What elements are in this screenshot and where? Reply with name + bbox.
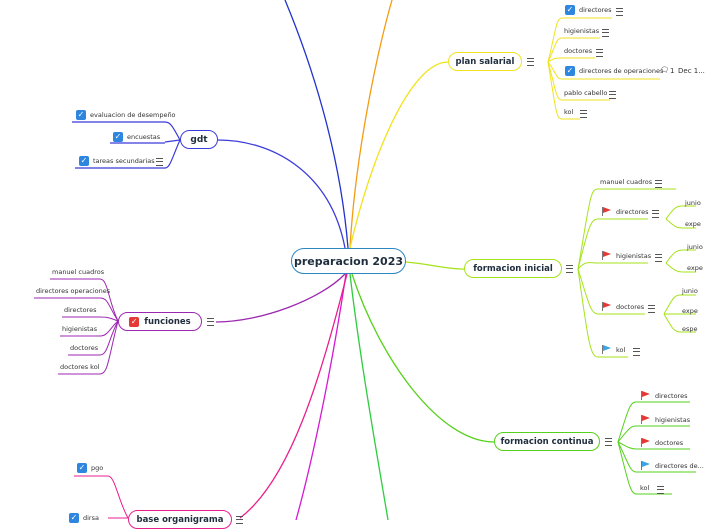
check-icon: ✓ bbox=[113, 132, 123, 142]
plan-item-doctores[interactable]: doctores bbox=[564, 47, 593, 55]
check-icon: ✓ bbox=[565, 5, 575, 15]
funciones-leaves bbox=[34, 278, 119, 375]
inicial-item-higienistas[interactable]: higienistas bbox=[616, 252, 652, 260]
notes-menu-icon[interactable] bbox=[655, 254, 662, 262]
notes-menu-icon[interactable] bbox=[580, 110, 587, 118]
red-flag-icon bbox=[641, 415, 651, 424]
red-flag-icon bbox=[641, 391, 651, 400]
branch-formacion-inicial[interactable]: formacion inicial bbox=[464, 259, 562, 278]
funciones-item-2[interactable]: directores bbox=[64, 306, 97, 314]
continua-item-doctores[interactable]: doctores bbox=[655, 439, 684, 447]
funciones-item-5[interactable]: doctores kol bbox=[60, 363, 100, 371]
plan-item-pablo[interactable]: pablo cabello bbox=[564, 89, 608, 97]
edge-bottom-magenta bbox=[295, 273, 347, 521]
plan-salarial-leaves bbox=[547, 17, 660, 120]
inicial-item-manuel[interactable]: manuel cuadros bbox=[600, 178, 653, 186]
continua-item-dir-operaciones[interactable]: directores de... bbox=[655, 462, 704, 470]
comment-icon[interactable]: 🗨 bbox=[660, 66, 669, 74]
check-icon: ✓ bbox=[79, 156, 89, 166]
inicial-item-kol[interactable]: kol bbox=[616, 346, 626, 354]
inicial-sub-doctores-2[interactable]: espe bbox=[682, 325, 698, 333]
plan-item-dir-operaciones[interactable]: directores de operaciones bbox=[579, 67, 664, 75]
plan-item-directores[interactable]: directores bbox=[579, 6, 612, 14]
notes-menu-icon[interactable] bbox=[602, 29, 609, 37]
check-icon: ✓ bbox=[565, 66, 575, 76]
continua-item-kol[interactable]: kol bbox=[640, 484, 650, 492]
funciones-item-0[interactable]: manuel cuadros bbox=[52, 268, 105, 276]
edge-gdt bbox=[217, 139, 346, 249]
edge-formacion-continua bbox=[351, 273, 495, 443]
gdt-leaves bbox=[72, 121, 181, 169]
bottom-left-item-dirsa[interactable]: dirsa bbox=[83, 514, 99, 522]
edge-top-orange bbox=[349, 0, 393, 249]
comment-count: 1 bbox=[670, 67, 675, 75]
blue-flag-icon bbox=[602, 345, 612, 354]
bottom-left-leaves bbox=[74, 475, 129, 519]
notes-menu-icon[interactable] bbox=[207, 318, 214, 326]
inicial-sub-doctores-0[interactable]: junio bbox=[682, 287, 698, 295]
inicial-sub-higienistas-0[interactable]: junio bbox=[687, 243, 703, 251]
comment-date: Dec 1... bbox=[678, 67, 705, 75]
notes-menu-icon[interactable] bbox=[648, 305, 655, 313]
notes-menu-icon[interactable] bbox=[633, 348, 640, 356]
edge-bottom-green bbox=[349, 273, 389, 521]
mindmap-canvas bbox=[34, 0, 696, 521]
notes-menu-icon[interactable] bbox=[655, 180, 662, 188]
red-flag-icon bbox=[602, 302, 612, 311]
red-flag-icon bbox=[602, 251, 612, 260]
notes-menu-icon[interactable] bbox=[236, 516, 243, 524]
branch-gdt[interactable]: gdt bbox=[180, 130, 218, 149]
continua-item-directores[interactable]: directores bbox=[655, 392, 688, 400]
inicial-sub-doctores-1[interactable]: expe bbox=[682, 307, 698, 315]
edge-funciones bbox=[215, 273, 346, 323]
check-icon: ✓ bbox=[69, 513, 79, 523]
formacion-continua-leaves bbox=[617, 401, 696, 495]
funciones-item-3[interactable]: higienistas bbox=[62, 325, 98, 333]
notes-menu-icon[interactable] bbox=[657, 486, 664, 494]
check-icon: ✓ bbox=[77, 463, 87, 473]
edge-top-blue bbox=[284, 0, 349, 249]
notes-menu-icon[interactable] bbox=[156, 158, 163, 166]
formacion-inicial-leaves bbox=[577, 188, 696, 358]
inicial-item-directores[interactable]: directores bbox=[616, 208, 649, 216]
edge-formacion-inicial bbox=[405, 261, 465, 270]
funciones-label: funciones bbox=[144, 316, 191, 327]
notes-menu-icon[interactable] bbox=[652, 210, 659, 218]
red-flag-icon bbox=[641, 438, 651, 447]
branch-base-organigrama[interactable]: base organigrama bbox=[128, 510, 232, 529]
blue-flag-icon bbox=[641, 461, 651, 470]
inicial-sub-directores-1[interactable]: expe bbox=[685, 220, 701, 228]
funciones-item-1[interactable]: directores operaciones bbox=[36, 287, 111, 295]
edge-plan-salarial bbox=[349, 61, 449, 249]
bottom-left-item-pgo[interactable]: pgo bbox=[91, 464, 104, 472]
branch-formacion-continua[interactable]: formacion continua bbox=[494, 432, 600, 451]
plan-item-kol[interactable]: kol bbox=[564, 108, 574, 116]
inicial-item-doctores[interactable]: doctores bbox=[616, 303, 645, 311]
notes-menu-icon[interactable] bbox=[527, 58, 534, 66]
gdt-item-tareas[interactable]: tareas secundarias bbox=[93, 157, 155, 165]
continua-item-higienistas[interactable]: higienistas bbox=[655, 416, 691, 424]
funciones-item-4[interactable]: doctores bbox=[70, 344, 99, 352]
gdt-item-evaluacion[interactable]: evaluacion de desempeño bbox=[90, 111, 176, 119]
check-icon: ✓ bbox=[129, 316, 140, 327]
plan-item-higienistas[interactable]: higienistas bbox=[564, 27, 600, 35]
inicial-sub-directores-0[interactable]: junio bbox=[685, 199, 701, 207]
branch-funciones[interactable]: ✓ funciones bbox=[118, 312, 202, 331]
notes-menu-icon[interactable] bbox=[566, 265, 573, 273]
central-topic[interactable]: preparacion 2023 bbox=[291, 248, 406, 274]
branch-plan-salarial[interactable]: plan salarial bbox=[448, 52, 522, 71]
check-icon: ✓ bbox=[76, 110, 86, 120]
notes-menu-icon[interactable] bbox=[605, 438, 612, 446]
notes-menu-icon[interactable] bbox=[609, 91, 616, 99]
inicial-sub-higienistas-1[interactable]: expe bbox=[687, 264, 703, 272]
edge-bottom-left bbox=[239, 273, 348, 519]
gdt-item-encuestas[interactable]: encuestas bbox=[127, 133, 161, 141]
red-flag-icon bbox=[602, 207, 612, 216]
notes-menu-icon[interactable] bbox=[616, 8, 623, 16]
notes-menu-icon[interactable] bbox=[596, 49, 603, 57]
